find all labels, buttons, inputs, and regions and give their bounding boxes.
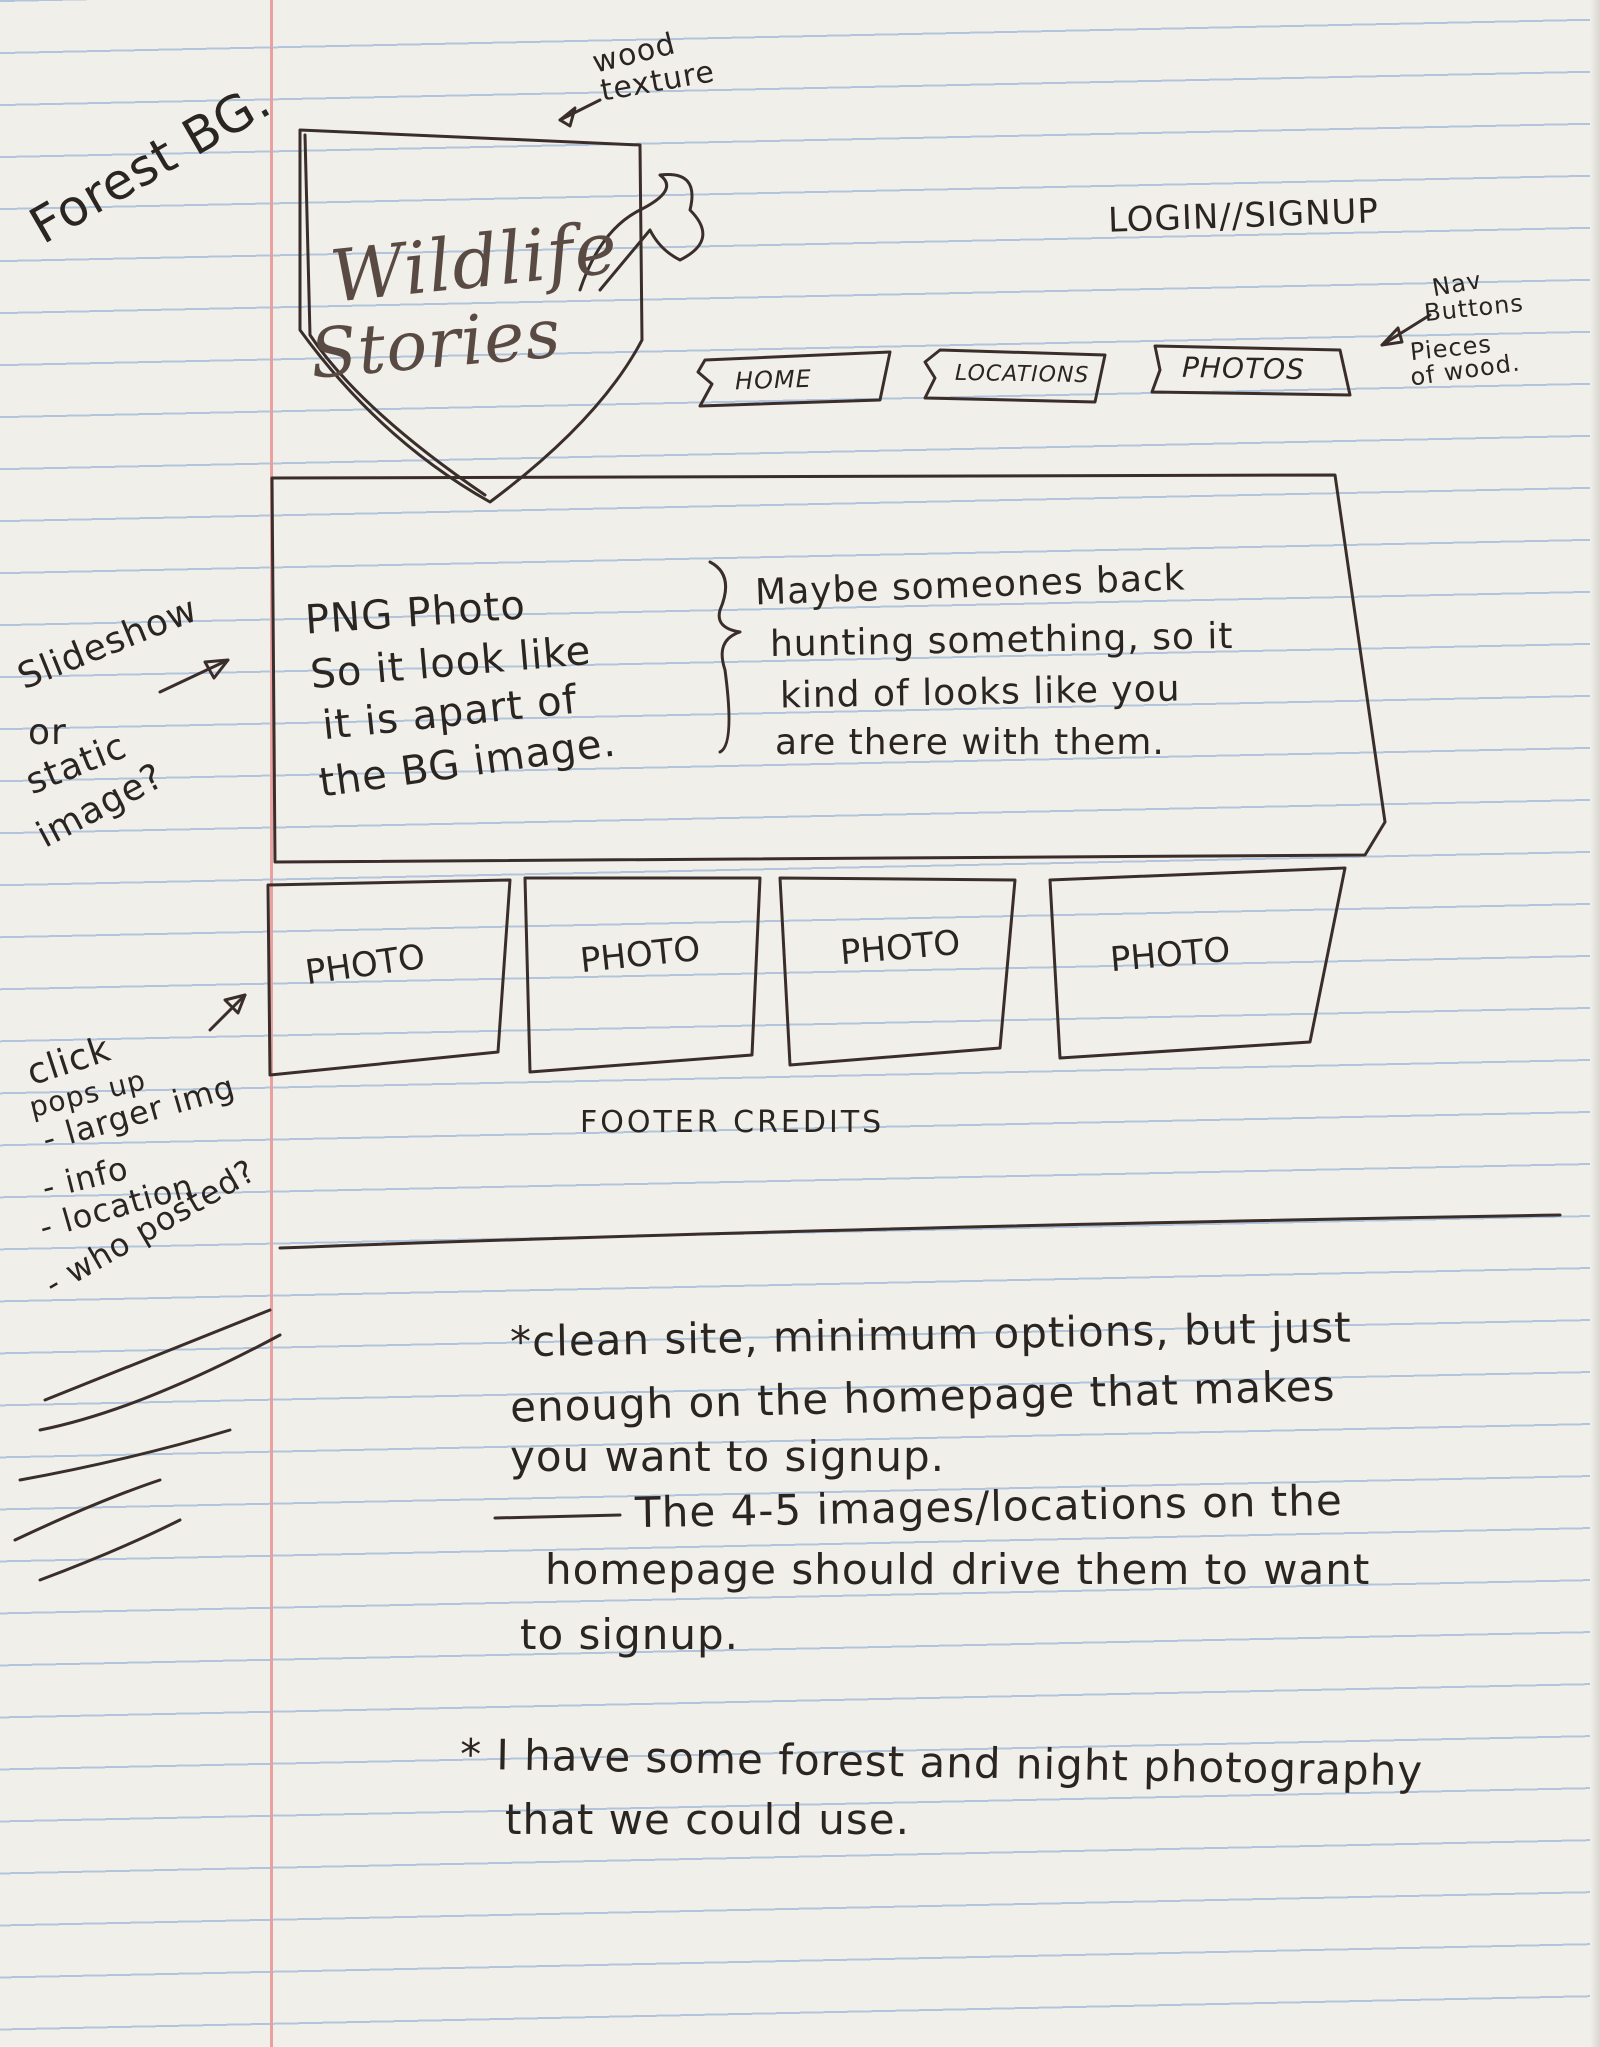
note-1-line-5: homepage should drive them to want bbox=[545, 1545, 1371, 1594]
page-edge bbox=[1590, 0, 1600, 2047]
hero-brace bbox=[708, 560, 742, 754]
note-1-line-6: to signup. bbox=[520, 1610, 739, 1659]
note-1-line-3: you want to signup. bbox=[510, 1432, 946, 1481]
photo-box-4 bbox=[1048, 866, 1347, 1060]
hero-box bbox=[270, 473, 1387, 864]
nav-locations-shape bbox=[923, 348, 1107, 404]
photo-box-2 bbox=[523, 876, 762, 1074]
margin-line bbox=[270, 0, 273, 2047]
nav-photos[interactable]: PHOTOS bbox=[1181, 350, 1306, 387]
slideshow-note-2: or bbox=[28, 712, 67, 753]
nav-locations[interactable]: LOCATIONS bbox=[954, 360, 1090, 389]
hero-right-4: are there with them. bbox=[775, 722, 1165, 763]
note-2-line-2: that we could use. bbox=[505, 1795, 910, 1844]
hero-right-3: kind of looks like you bbox=[779, 668, 1181, 717]
hero-right-2: hunting something, so it bbox=[769, 615, 1234, 666]
photo-box-1 bbox=[266, 878, 512, 1077]
footer-divider bbox=[278, 1213, 1562, 1250]
photo-box-3 bbox=[778, 876, 1017, 1067]
footer-credits: FOOTER CREDITS bbox=[580, 1105, 885, 1140]
nav-photos-shape bbox=[1150, 344, 1352, 397]
nav-home[interactable]: HOME bbox=[734, 364, 813, 396]
nav-home-shape bbox=[696, 350, 892, 408]
hand-drawing-icon bbox=[578, 172, 705, 292]
logo-shield bbox=[298, 128, 644, 504]
